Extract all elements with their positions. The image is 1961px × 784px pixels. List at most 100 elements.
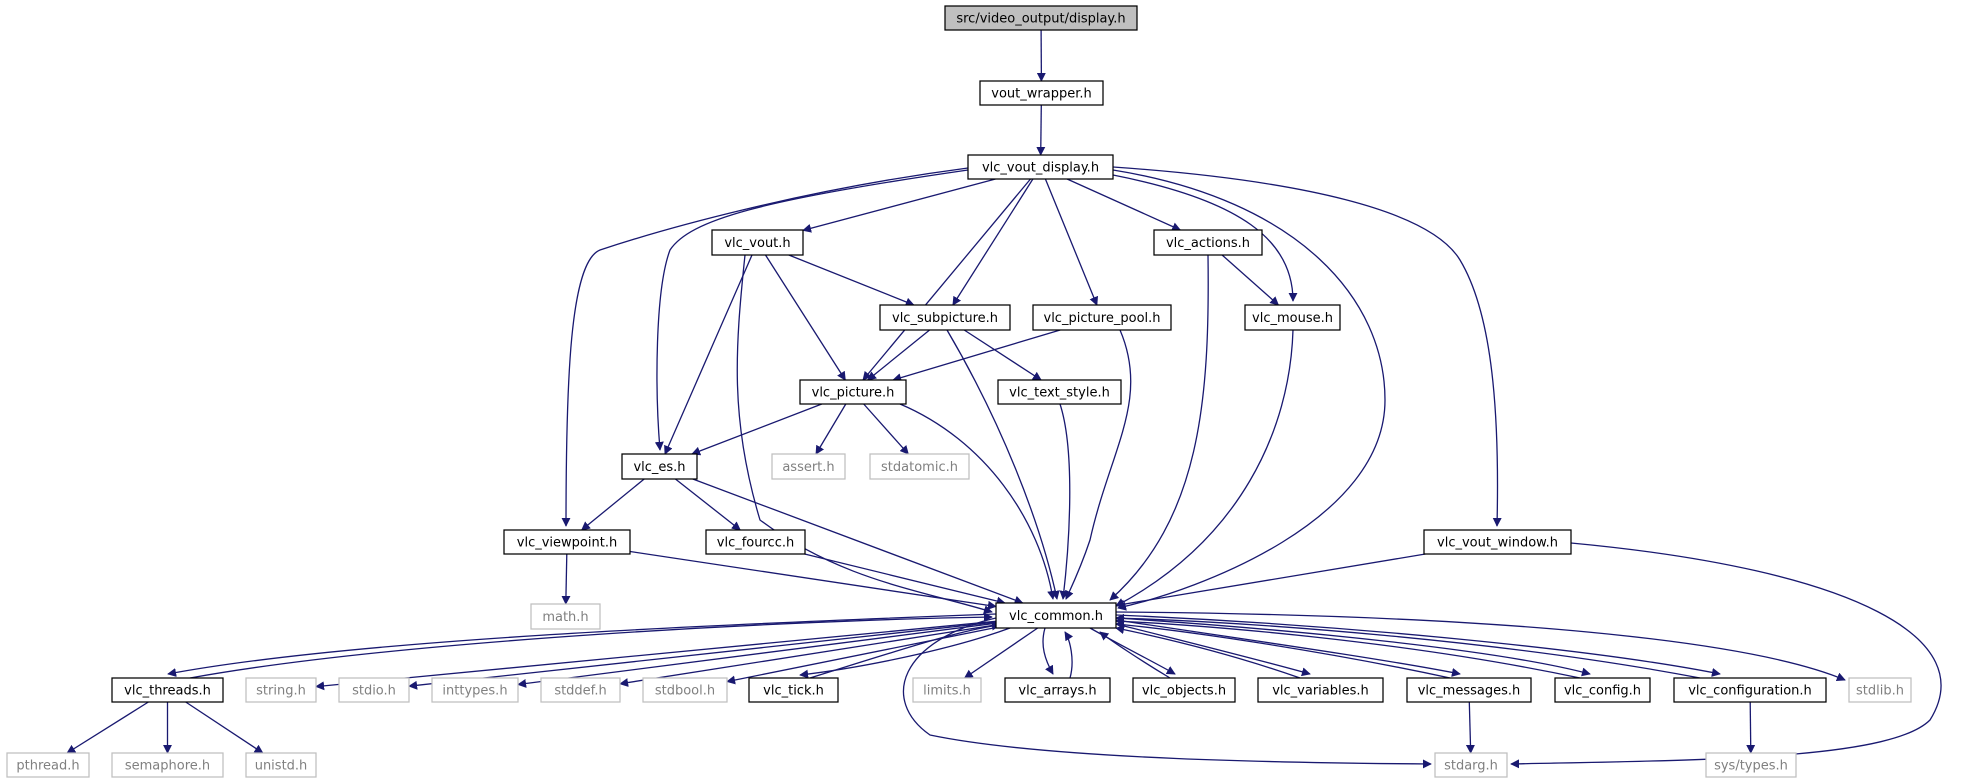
edge-vlc_vout_display-to-vlc_picture <box>862 178 1031 381</box>
node-label: vlc_arrays.h <box>1018 684 1096 699</box>
edge-vlc_common-to-stdio <box>408 621 997 690</box>
node-label: vlc_objects.h <box>1142 684 1226 699</box>
node-label: vlc_text_style.h <box>1009 386 1110 401</box>
node-vlc-fourcc[interactable]: vlc_fourcc.h <box>705 529 806 555</box>
node-display-h[interactable]: src/video_output/display.h <box>944 5 1138 31</box>
node-stdarg: stdarg.h <box>1434 752 1508 778</box>
node-vlc-picture-pool[interactable]: vlc_picture_pool.h <box>1032 304 1172 331</box>
node-vlc-common[interactable]: vlc_common.h <box>995 602 1117 629</box>
node-label: math.h <box>542 610 588 625</box>
node-box <box>1673 677 1827 703</box>
node-label: vlc_configuration.h <box>1688 684 1812 699</box>
edge-vlc_common-to-string <box>315 620 997 691</box>
node-box <box>642 677 728 703</box>
node-vlc-picture[interactable]: vlc_picture.h <box>799 379 907 405</box>
node-sys-types: sys/types.h <box>1705 752 1797 778</box>
node-label: vlc_vout_window.h <box>1437 536 1558 551</box>
edge-vlc_actions-to-vlc_common <box>1109 254 1209 601</box>
node-box <box>1848 677 1912 703</box>
node-vlc-variables[interactable]: vlc_variables.h <box>1257 677 1384 703</box>
node-label: stddef.h <box>554 684 606 699</box>
node-vlc-vout-window[interactable]: vlc_vout_window.h <box>1423 529 1572 555</box>
node-label: vlc_common.h <box>1009 609 1103 624</box>
edge-vlc_es-to-vlc_fourcc <box>674 478 741 531</box>
node-label: stdlib.h <box>1856 684 1904 699</box>
edge-vlc_common-to-vlc_arrays <box>1042 627 1054 675</box>
node-vlc-configuration[interactable]: vlc_configuration.h <box>1673 677 1827 703</box>
edge-vlc_actions-to-vlc_mouse <box>1221 254 1280 306</box>
node-box <box>6 752 90 778</box>
node-vlc-es[interactable]: vlc_es.h <box>621 453 698 480</box>
node-box <box>771 453 846 480</box>
node-unistd: unistd.h <box>245 752 317 778</box>
node-vlc-actions[interactable]: vlc_actions.h <box>1153 229 1263 256</box>
edge-vlc_vout_display-to-vlc_viewpoint <box>561 167 969 527</box>
node-label: limits.h <box>923 684 971 699</box>
edge-vlc_subpicture-to-vlc_text_style <box>963 329 1042 381</box>
node-vlc-threads[interactable]: vlc_threads.h <box>111 677 224 703</box>
edge-vlc_common-to-vlc_configuration <box>1115 614 1721 677</box>
edge-vlc_common-to-limits <box>963 627 1039 679</box>
node-label: vlc_fourcc.h <box>717 536 794 551</box>
node-box <box>979 80 1104 106</box>
edge-vlc_variables-to-vlc_common <box>1115 625 1301 679</box>
node-vlc-config[interactable]: vlc_config.h <box>1554 677 1651 703</box>
edge-vlc_common-to-vlc_messages <box>1115 619 1461 677</box>
node-label: stdatomic.h <box>881 460 958 475</box>
edge-vlc_mouse-to-vlc_common <box>1115 329 1294 607</box>
node-vlc-mouse[interactable]: vlc_mouse.h <box>1244 304 1341 331</box>
edge-vlc_vout_display-to-vlc_es <box>654 169 969 451</box>
node-box <box>621 453 698 480</box>
node-stddef: stddef.h <box>540 677 621 703</box>
node-vlc-vout-display[interactable]: vlc_vout_display.h <box>967 154 1114 180</box>
node-label: inttypes.h <box>442 684 507 699</box>
node-vlc-messages[interactable]: vlc_messages.h <box>1406 677 1532 703</box>
edge-vlc_subpicture-to-vlc_picture <box>867 329 931 381</box>
node-box <box>503 529 631 555</box>
node-vlc-tick[interactable]: vlc_tick.h <box>748 677 839 703</box>
node-box <box>1004 677 1111 703</box>
node-box <box>111 752 224 778</box>
node-label: vlc_es.h <box>633 460 685 475</box>
edge-vlc_es-to-vlc_common <box>692 478 1024 605</box>
node-vlc-text-style[interactable]: vlc_text_style.h <box>997 379 1122 405</box>
edge-vlc_common-to-stdarg <box>902 617 1432 769</box>
node-vlc-objects[interactable]: vlc_objects.h <box>1132 677 1236 703</box>
node-box <box>1032 304 1172 331</box>
edge-vlc_text_style-to-vlc_common <box>1059 403 1071 600</box>
node-vout-wrapper[interactable]: vout_wrapper.h <box>979 80 1104 106</box>
edge-vlc_common-to-stdbool <box>726 626 997 685</box>
node-label: vlc_vout.h <box>724 236 790 251</box>
edge-vlc_arrays-to-vlc_common <box>1064 631 1074 679</box>
edge-vlc_vout_window-to-stdarg <box>1510 542 1942 769</box>
node-box <box>799 379 907 405</box>
node-label: vlc_variables.h <box>1272 684 1369 699</box>
node-label: vlc_actions.h <box>1166 236 1250 251</box>
edge-vlc_vout_display-to-vlc_picture_pool <box>1044 178 1099 306</box>
edge-vlc_viewpoint-to-math <box>561 553 571 605</box>
node-stdlib: stdlib.h <box>1848 677 1912 703</box>
node-vlc-subpicture[interactable]: vlc_subpicture.h <box>879 304 1011 331</box>
node-label: vlc_picture.h <box>812 386 895 401</box>
node-box <box>111 677 224 703</box>
edge-vlc_fourcc-to-vlc_common <box>804 553 1006 606</box>
node-vlc-viewpoint[interactable]: vlc_viewpoint.h <box>503 529 631 555</box>
node-label: stdarg.h <box>1444 759 1498 774</box>
edge-vlc_vout-to-vlc_common <box>736 254 993 614</box>
edge-vlc_picture-to-vlc_common <box>899 403 1057 600</box>
edges-layer <box>66 29 1942 769</box>
edge-vlc_vout_display-to-vlc_common <box>1112 169 1386 611</box>
edge-vlc_common-to-stddef <box>619 624 997 687</box>
edge-vlc_viewpoint-to-vlc_common <box>629 550 997 610</box>
node-box <box>540 677 621 703</box>
node-vlc-arrays[interactable]: vlc_arrays.h <box>1004 677 1111 703</box>
edge-vlc_vout-to-vlc_subpicture <box>788 254 915 307</box>
node-label: assert.h <box>782 460 834 475</box>
node-string: string.h <box>245 677 317 703</box>
edge-vlc_threads-to-pthread <box>66 701 149 754</box>
node-stdatomic: stdatomic.h <box>869 453 970 480</box>
node-label: vlc_viewpoint.h <box>517 536 617 551</box>
node-box <box>338 677 410 703</box>
node-vlc-vout[interactable]: vlc_vout.h <box>711 229 804 256</box>
